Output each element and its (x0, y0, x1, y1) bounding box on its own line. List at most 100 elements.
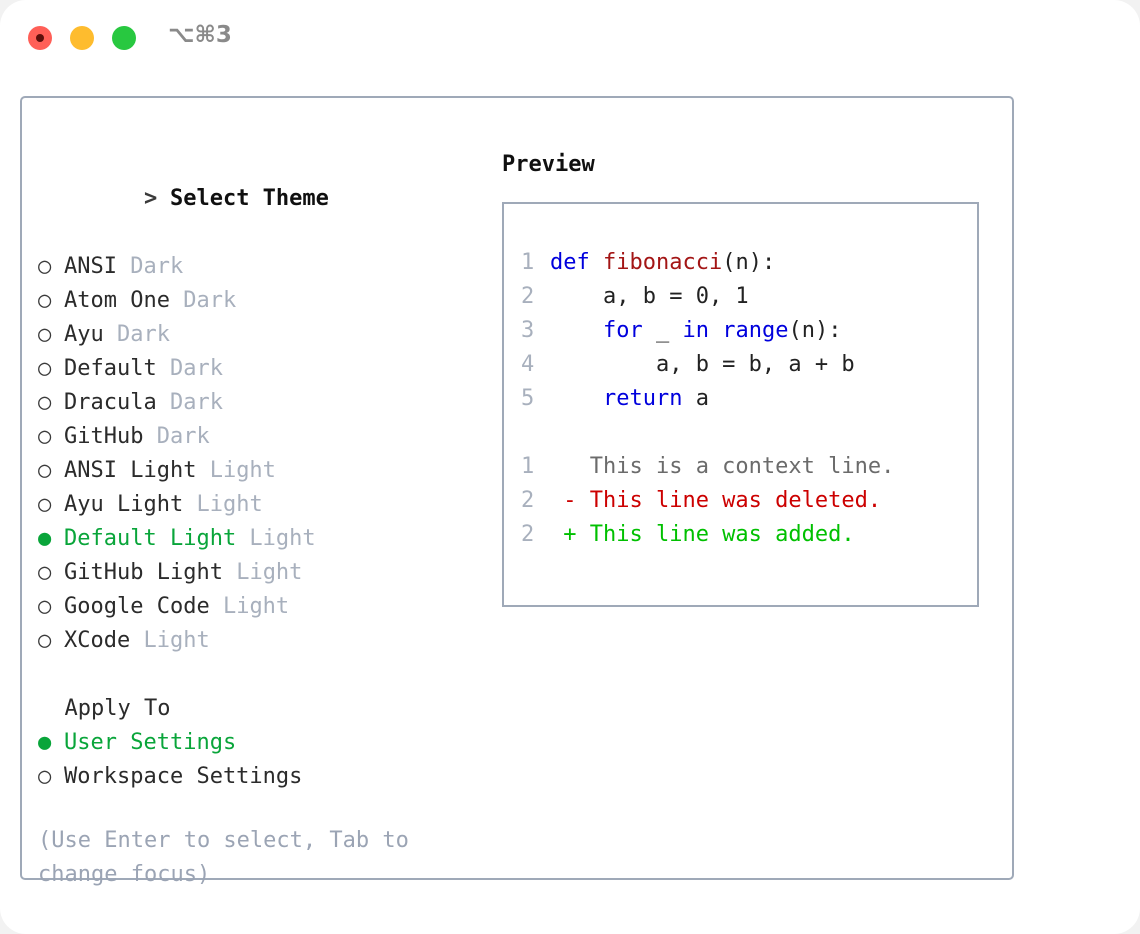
code-token: a (682, 386, 709, 411)
radio-unselected-icon: ○ (38, 424, 65, 449)
theme-selector-panel: > Select Theme ○ ANSI Dark○ Atom One Dar… (20, 96, 1014, 887)
code-token: _ (642, 318, 683, 343)
theme-option-list[interactable]: ○ ANSI Dark○ Atom One Dark○ Ayu Dark○ De… (38, 250, 488, 658)
code-token: (n): (722, 250, 776, 275)
theme-option-variant-tag: Dark (156, 390, 223, 415)
code-token (709, 318, 722, 343)
radio-selected-icon: ● (38, 526, 65, 551)
theme-option-default-light[interactable]: ● Default Light Light (38, 522, 488, 556)
diff-line-deleted: 2 - This line was deleted. (521, 484, 977, 518)
code-token: def (550, 250, 603, 275)
theme-option-variant-tag: Light (236, 526, 316, 551)
code-token: (n): (788, 318, 842, 343)
theme-option-google-code[interactable]: ○ Google Code Light (38, 590, 488, 624)
code-token (550, 318, 603, 343)
theme-option-dracula[interactable]: ○ Dracula Dark (38, 386, 488, 420)
theme-option-variant-tag: Dark (143, 424, 210, 449)
close-button-icon[interactable] (28, 26, 52, 50)
theme-option-variant-tag: Light (130, 628, 210, 653)
theme-option-name: ANSI Light (64, 458, 197, 483)
code-token (550, 386, 603, 411)
line-number: 2 (521, 488, 535, 513)
diff-line-context: 1 This is a context line. (521, 450, 977, 484)
code-diff-spacer (521, 416, 977, 450)
theme-list-column: > Select Theme ○ ANSI Dark○ Atom One Dar… (38, 148, 488, 892)
theme-option-github-light[interactable]: ○ GitHub Light Light (38, 556, 488, 590)
theme-option-name: Atom One (64, 288, 170, 313)
diff-sample: 1 This is a context line.2 - This line w… (521, 450, 977, 552)
code-token: return (602, 386, 683, 411)
radio-unselected-icon: ○ (38, 594, 65, 619)
traffic-lights (28, 26, 136, 50)
line-number: 1 (521, 250, 535, 275)
radio-unselected-icon: ○ (38, 356, 65, 381)
diff-line-text: This is a context line. (550, 454, 895, 479)
minimize-button-icon[interactable] (70, 26, 94, 50)
diff-line-text: - This line was deleted. (550, 488, 882, 513)
apply-to-heading: Apply To (38, 696, 171, 721)
diff-line-added: 2 + This line was added. (521, 518, 977, 552)
theme-option-variant-tag: Light (222, 560, 303, 585)
select-theme-header: > Select Theme (38, 148, 488, 250)
theme-option-xcode[interactable]: ○ XCode Light (38, 624, 488, 658)
radio-unselected-icon: ○ (38, 560, 65, 585)
theme-option-name: GitHub (64, 424, 144, 449)
code-token: for (602, 318, 643, 343)
apply-to-option-user-settings[interactable]: ● User Settings (38, 726, 488, 760)
line-number: 3 (521, 318, 535, 343)
list-spacer (38, 658, 488, 692)
apply-to-option-label: User Settings (64, 730, 237, 755)
theme-option-default[interactable]: ○ Default Dark (38, 352, 488, 386)
theme-option-ansi[interactable]: ○ ANSI Dark (38, 250, 488, 284)
radio-unselected-icon: ○ (38, 288, 65, 313)
theme-option-name: ANSI (64, 254, 117, 279)
theme-option-variant-tag: Light (196, 458, 276, 483)
line-number: 2 (521, 284, 535, 309)
prompt-caret-icon: > (143, 186, 171, 211)
line-number: 2 (521, 522, 535, 547)
radio-unselected-icon: ○ (38, 390, 65, 415)
keyboard-hint-text: (Use Enter to select, Tab to change focu… (38, 828, 409, 887)
theme-option-variant-tag: Light (183, 492, 263, 517)
line-number: 4 (521, 352, 535, 377)
radio-unselected-icon: ○ (38, 764, 65, 789)
apply-to-option-workspace-settings[interactable]: ○ Workspace Settings (38, 760, 488, 794)
keyboard-shortcut-label: ⌥⌘3 (168, 22, 232, 48)
radio-unselected-icon: ○ (38, 254, 65, 279)
radio-unselected-icon: ○ (38, 322, 65, 347)
theme-option-ansi-light[interactable]: ○ ANSI Light Light (38, 454, 488, 488)
line-number: 1 (521, 454, 535, 479)
line-number: 5 (521, 386, 535, 411)
maximize-button-icon[interactable] (112, 26, 136, 50)
theme-option-name: Dracula (64, 390, 157, 415)
theme-option-github[interactable]: ○ GitHub Dark (38, 420, 488, 454)
radio-selected-icon: ● (38, 730, 65, 755)
theme-option-ayu[interactable]: ○ Ayu Dark (38, 318, 488, 352)
theme-option-variant-tag: Dark (116, 254, 184, 279)
code-line: 3 for _ in range(n): (521, 314, 977, 348)
code-line: 5 return a (521, 382, 977, 416)
theme-option-name: XCode (64, 628, 131, 653)
apply-to-option-list[interactable]: ● User Settings○ Workspace Settings (38, 726, 488, 794)
radio-unselected-icon: ○ (38, 628, 65, 653)
preview-title: Preview (502, 152, 595, 177)
code-token: in (682, 318, 709, 343)
code-line: 2 a, b = 0, 1 (521, 280, 977, 314)
theme-option-variant-tag: Dark (156, 356, 223, 381)
code-line: 4 a, b = b, a + b (521, 348, 977, 382)
radio-unselected-icon: ○ (38, 492, 65, 517)
theme-option-ayu-light[interactable]: ○ Ayu Light Light (38, 488, 488, 522)
theme-option-variant-tag: Light (209, 594, 290, 619)
code-token: a, b = b, a + b (550, 352, 855, 377)
title-bar: ⌥⌘3 (0, 0, 1140, 78)
theme-option-atom-one[interactable]: ○ Atom One Dark (38, 284, 488, 318)
apply-to-option-label: Workspace Settings (64, 764, 303, 789)
theme-option-variant-tag: Dark (103, 322, 170, 347)
select-theme-label: Select Theme (169, 186, 329, 211)
code-token: a, b = 0, 1 (550, 284, 749, 309)
